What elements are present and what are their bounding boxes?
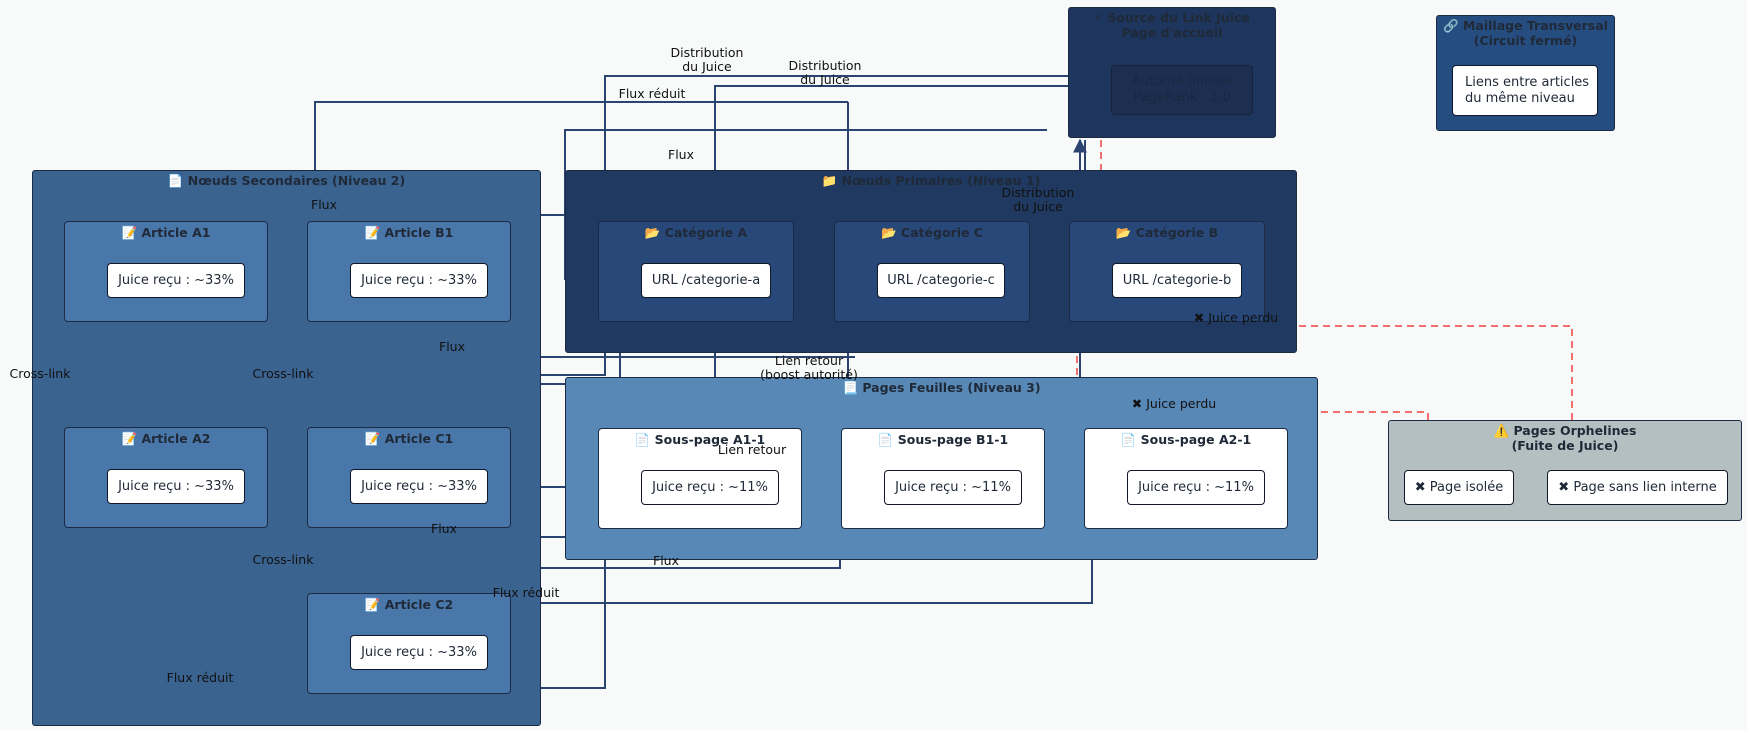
leaves-cluster: 📃 Pages Feuilles (Niveau 3) 📄 Sous-page … (565, 377, 1318, 560)
mesh-node[interactable]: Liens entre articles du même niveau (1452, 65, 1598, 116)
edge-label-cross-link-1: Cross-link (9, 366, 71, 381)
article-b1-juice: Juice reçu : ~33% (350, 263, 488, 298)
article-a2-juice: Juice reçu : ~33% (107, 469, 245, 504)
edge-label-cross-link-3: Cross-link (252, 552, 314, 567)
edge-label-cross-link-2: Cross-link (252, 366, 314, 381)
category-c-title: 📂 Catégorie C (881, 225, 983, 240)
orphan-page-isolated[interactable]: ✖ Page isolée (1404, 470, 1514, 505)
article-a2-node[interactable]: 📝 Article A2 Juice reçu : ~33% (64, 427, 268, 528)
article-c2-title: 📝 Article C2 (364, 597, 454, 612)
article-a1-juice: Juice reçu : ~33% (107, 263, 245, 298)
article-c1-juice: Juice reçu : ~33% (350, 469, 488, 504)
category-a-title: 📂 Catégorie A (644, 225, 748, 240)
subpage-a2-1-juice: Juice reçu : ~11% (1127, 470, 1265, 505)
subpage-b1-1-juice: Juice reçu : ~11% (884, 470, 1022, 505)
subpage-b1-1-title: 📄 Sous-page B1-1 (877, 432, 1009, 447)
category-a-url: URL /categorie-a (641, 263, 771, 298)
edge-label-flux-top: Flux (668, 147, 694, 162)
edge-label-juice-perdu-2: ✖ Juice perdu (1131, 396, 1217, 411)
leaves-cluster-title: 📃 Pages Feuilles (Niveau 3) (842, 380, 1041, 395)
article-b1-title: 📝 Article B1 (364, 225, 454, 240)
article-a2-title: 📝 Article A2 (121, 431, 211, 446)
edge-label-flux-bottom: Flux (653, 553, 679, 568)
primary-cluster: 📁 Nœuds Primaires (Niveau 1) 📂 Catégorie… (565, 170, 1297, 353)
primary-cluster-title: 📁 Nœuds Primaires (Niveau 1) (821, 173, 1041, 188)
category-c-node[interactable]: 📂 Catégorie C URL /categorie-c (834, 221, 1030, 322)
article-a1-node[interactable]: 📝 Article A1 Juice reçu : ~33% (64, 221, 268, 322)
edge-label-distribution-3: Distribution du Juice (1001, 185, 1075, 214)
article-c2-juice: Juice reçu : ~33% (350, 635, 488, 670)
category-a-node[interactable]: 📂 Catégorie A URL /categorie-a (598, 221, 794, 322)
edge-label-flux-reduit-top: Flux réduit (618, 86, 686, 101)
article-b1-node[interactable]: 📝 Article B1 Juice reçu : ~33% (307, 221, 511, 322)
edge-label-distribution-2: Distribution du Juice (788, 58, 862, 87)
orphan-page-no-link[interactable]: ✖ Page sans lien interne (1547, 470, 1728, 505)
subpage-a2-1-node[interactable]: 📄 Sous-page A2-1 Juice reçu : ~11% (1084, 428, 1288, 529)
edge-label-juice-perdu-1: ✖ Juice perdu (1193, 310, 1279, 325)
mesh-cluster-title: 🔗 Maillage Transversal (Circuit fermé) (1443, 18, 1608, 48)
edge-juice-perdu-1 (1100, 140, 1579, 504)
edge-label-flux-c1: Flux (431, 521, 457, 536)
source-cluster-title: ⚡ Source du Link Juice Page d'accueil (1094, 10, 1250, 40)
mesh-cluster: 🔗 Maillage Transversal (Circuit fermé) L… (1436, 15, 1615, 131)
edge-label-flux-a1: Flux (311, 197, 337, 212)
edge-label-flux-reduit-mid: Flux réduit (492, 585, 560, 600)
edge-label-distribution-1: Distribution du Juice (670, 45, 744, 74)
edge-label-flux-reduit-bottom: Flux réduit (166, 670, 234, 685)
source-cluster: ⚡ Source du Link Juice Page d'accueil Au… (1068, 7, 1276, 138)
edge-label-lien-retour: Lien retour (717, 442, 787, 457)
article-c2-node[interactable]: 📝 Article C2 Juice reçu : ~33% (307, 593, 511, 694)
category-b-node[interactable]: 📂 Catégorie B URL /categorie-b (1069, 221, 1265, 322)
article-c1-node[interactable]: 📝 Article C1 Juice reçu : ~33% (307, 427, 511, 528)
secondary-cluster: 📄 Nœuds Secondaires (Niveau 2) 📝 Article… (32, 170, 541, 726)
secondary-cluster-title: 📄 Nœuds Secondaires (Niveau 2) (167, 173, 406, 188)
article-c1-title: 📝 Article C1 (364, 431, 454, 446)
subpage-a1-1-node[interactable]: 📄 Sous-page A1-1 Juice reçu : ~11% (598, 428, 802, 529)
orphans-cluster: ⚠️ Pages Orphelines (Fuite de Juice) ✖ P… (1388, 420, 1742, 521)
source-node[interactable]: Autorité Initiale PageRank : 1.0 (1111, 65, 1253, 115)
subpage-a1-1-title: 📄 Sous-page A1-1 (634, 432, 766, 447)
article-a1-title: 📝 Article A1 (121, 225, 211, 240)
subpage-a2-1-title: 📄 Sous-page A2-1 (1120, 432, 1252, 447)
category-c-url: URL /categorie-c (877, 263, 1005, 298)
edge-label-flux-mid: Flux (439, 339, 465, 354)
orphans-cluster-title: ⚠️ Pages Orphelines (Fuite de Juice) (1493, 423, 1637, 453)
category-b-title: 📂 Catégorie B (1115, 225, 1219, 240)
category-b-url: URL /categorie-b (1112, 263, 1242, 298)
edge-label-lien-retour-boost: Lien retour (boost autorité) (760, 353, 858, 382)
subpage-b1-1-node[interactable]: 📄 Sous-page B1-1 Juice reçu : ~11% (841, 428, 1045, 529)
subpage-a1-1-juice: Juice reçu : ~11% (641, 470, 779, 505)
